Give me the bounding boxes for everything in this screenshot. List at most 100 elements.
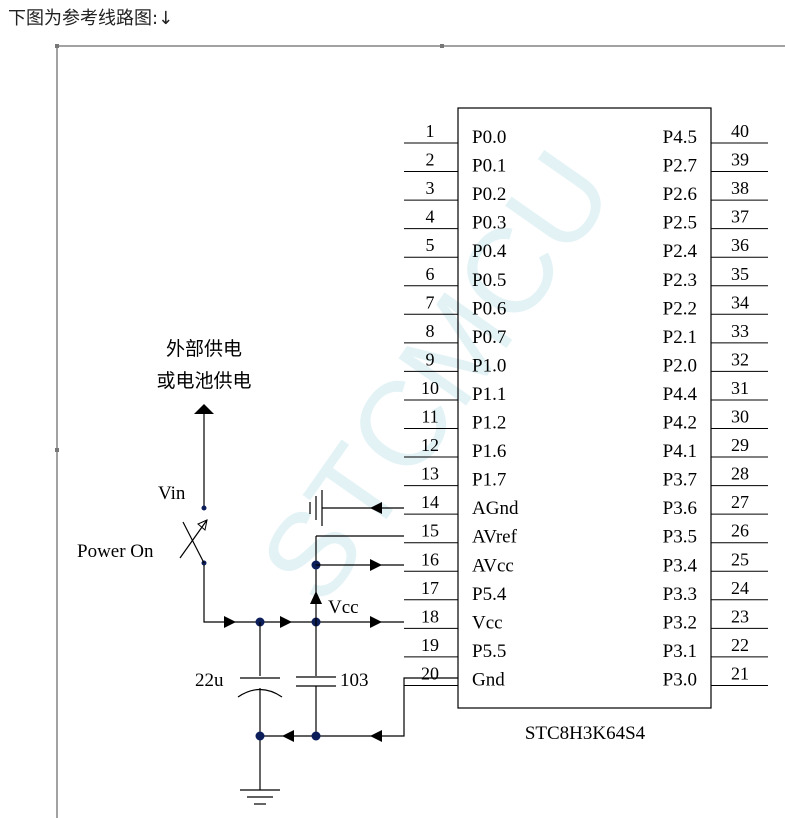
pin-label: P2.4 [663,241,698,262]
pin-number: 39 [731,150,749,170]
pin-number: 20 [421,663,439,683]
pin-number: 1 [426,121,435,141]
pin-label: P3.0 [663,669,697,690]
pin-left-16: 16 AVcc [404,549,514,576]
pin-number: 3 [426,178,435,198]
pin-right-39: 39 P2.7 [663,150,768,177]
pin-label: P3.7 [663,470,697,491]
arrow-icon [370,502,382,514]
pin-number: 28 [731,464,749,484]
arrow-icon [280,616,292,628]
pin-left-11: 11 P1.2 [404,407,506,434]
pin-number: 2 [426,150,435,170]
pin-label: AVcc [472,555,514,576]
arrow-icon [224,616,236,628]
pin-right-36: 36 P2.4 [663,235,768,262]
pin-left-10: 10 P1.1 [404,378,506,405]
pin-right-32: 32 P2.0 [663,349,768,376]
arrow-icon [282,730,294,742]
pin-label: P0.7 [472,327,506,348]
gnd-return-wire [260,677,458,737]
document-frame [55,44,785,818]
pin-label: P2.5 [663,213,697,234]
pin-number: 6 [426,264,435,284]
pin-label: P0.2 [472,184,506,205]
pin-label: P1.2 [472,413,506,434]
power-switch-label: Power On [77,541,154,562]
pin-number: 25 [731,549,749,569]
pin-right-21: 21 P3.0 [663,663,768,690]
pin-number: 11 [421,407,438,427]
pin-left-14: 14 AGnd [404,492,519,519]
pin-label: Gnd [472,669,505,690]
pin-label: P0.4 [472,241,507,262]
power-label-line2: 或电池供电 [156,370,251,392]
pin-label: P0.5 [472,270,506,291]
pin-number: 36 [731,235,749,255]
pin-label: P3.5 [663,527,697,548]
pin-number: 31 [731,378,749,398]
pin-number: 32 [731,349,749,369]
pin-number: 24 [731,578,749,598]
pin-number: 27 [731,492,749,512]
pin-label: P2.2 [663,298,697,319]
pin-number: 33 [731,321,749,341]
pin-label: AVref [472,527,518,548]
pin-label: P0.6 [472,298,506,319]
pin-label: P2.7 [663,156,697,177]
pin-left-8: 8 P0.7 [404,321,506,348]
pin-right-28: 28 P3.7 [663,464,768,491]
pin-number: 21 [731,663,749,683]
junction-dot [255,731,265,741]
pin-number: 10 [421,378,439,398]
ground-icon [309,490,323,526]
pin-number: 16 [421,549,439,569]
arrow-icon [310,591,322,604]
pin-number: 19 [421,635,439,655]
power-switch-icon [179,505,208,566]
vcc-bus-wire [203,565,404,623]
right-pins: 40P4.539P2.738P2.637P2.536P2.435P2.334P2… [663,121,768,690]
pin-number: 26 [731,521,749,541]
pin-label: P4.1 [663,441,697,462]
power-label-line1: 外部供电 [166,338,242,360]
arrow-icon [370,730,382,742]
pin-label: P2.0 [663,355,697,376]
pin-right-38: 38 P2.6 [663,178,768,205]
pin-number: 38 [731,178,749,198]
pin-label: Vcc [472,612,503,633]
arrow-icon [370,559,382,571]
pin-number: 14 [421,492,439,512]
c1-label: 22u [195,670,224,691]
pin-left-5: 5 P0.4 [404,235,507,262]
pin-label: P4.5 [663,127,697,148]
arrow-icon [370,616,382,628]
pin-number: 13 [421,464,439,484]
vin-label: Vin [158,483,186,504]
pin-label: P5.5 [472,641,506,662]
junction-dot [311,731,321,741]
pin-number: 9 [426,349,435,369]
pin-label: P2.6 [663,184,697,205]
pin-label: P1.6 [472,441,506,462]
pin-number: 5 [426,235,435,255]
pin-left-20: 20 Gnd [404,663,505,690]
pin-label: P5.4 [472,584,507,605]
pin-number: 23 [731,606,749,626]
pin-number: 8 [426,321,435,341]
chip-name: STC8H3K64S4 [525,723,646,744]
pin-label: AGnd [472,498,519,519]
pin-label: P1.1 [472,384,506,405]
